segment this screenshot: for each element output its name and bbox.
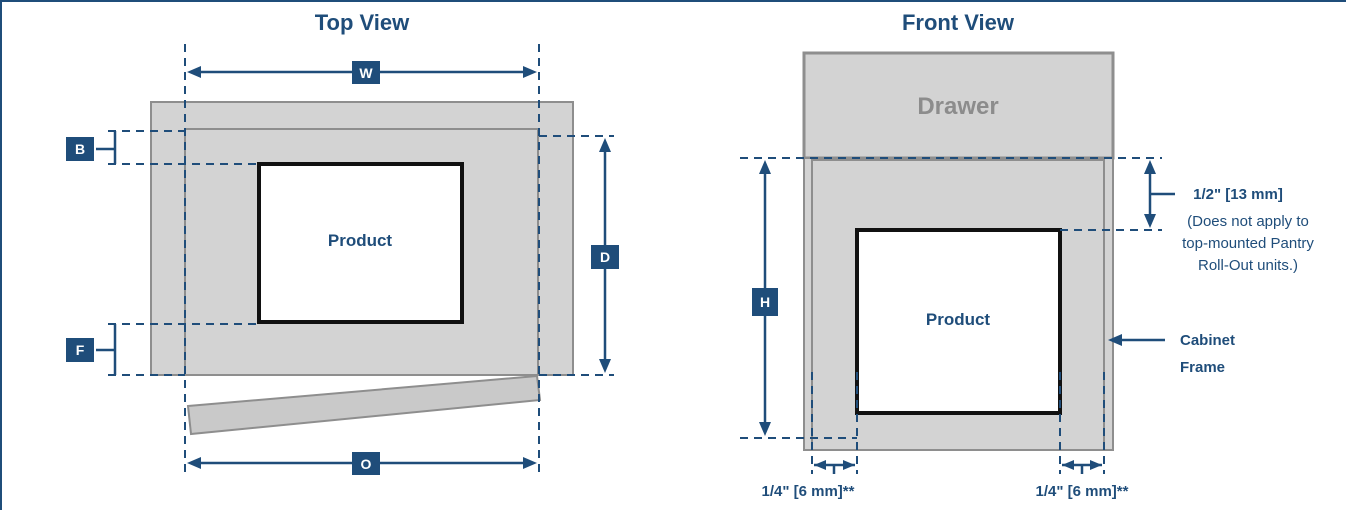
o-arrow-left — [187, 457, 201, 469]
top-product-label: Product — [328, 231, 393, 250]
top-product-box — [257, 162, 464, 324]
front-cabinet-frame-inner — [811, 159, 1105, 451]
front-view: Front View Drawer Product H 1/2" [13 mm]… — [740, 10, 1314, 500]
top-clearance-value: 1/2" [13 mm] — [1193, 186, 1283, 203]
o-badge — [352, 452, 380, 475]
front-product-label: Product — [926, 310, 991, 329]
right-clearance-label: 1/4" [6 mm]** — [1036, 483, 1129, 500]
top-note-line-3: Roll-Out units.) — [1198, 257, 1298, 274]
left-clearance-label: 1/4" [6 mm]** — [762, 483, 855, 500]
top-door — [186, 374, 542, 436]
h-badge — [752, 288, 778, 316]
top-cabinet-frame-inner — [184, 128, 539, 376]
b-badge — [66, 137, 94, 161]
left-clearance-arrow-right — [843, 460, 855, 470]
top-clearance-arrow-top — [1144, 160, 1156, 174]
cabinet-frame-arrow — [1108, 334, 1122, 346]
f-badge — [66, 338, 94, 362]
d-badge — [591, 245, 619, 269]
w-arrow-left — [187, 66, 201, 78]
d-arrow-bottom — [599, 359, 611, 373]
cabinet-frame-line-1: Cabinet — [1180, 332, 1235, 349]
o-arrow-right — [523, 457, 537, 469]
left-clearance-arrow-left — [814, 460, 826, 470]
w-arrow-right — [523, 66, 537, 78]
top-note-line-2: top-mounted Pantry — [1182, 235, 1314, 252]
top-clearance-arrow-bottom — [1144, 214, 1156, 228]
w-badge — [352, 61, 380, 84]
top-view: Top View Product W B F — [66, 10, 619, 478]
right-clearance-arrow-right — [1090, 460, 1102, 470]
top-note-line-1: (Does not apply to — [1187, 213, 1309, 230]
right-clearance-arrow-left — [1062, 460, 1074, 470]
o-label: O — [361, 456, 372, 472]
d-arrow-top — [599, 138, 611, 152]
f-label: F — [76, 342, 85, 358]
b-label: B — [75, 141, 85, 157]
h-arrow-bottom — [759, 422, 771, 436]
w-label: W — [359, 65, 373, 81]
top-view-title: Top View — [315, 10, 410, 35]
h-label: H — [760, 294, 770, 310]
cabinet-frame-line-2: Frame — [1180, 359, 1225, 376]
d-label: D — [600, 249, 610, 265]
front-product-box — [855, 228, 1062, 415]
drawer — [802, 51, 1115, 160]
h-arrow-top — [759, 160, 771, 174]
front-view-title: Front View — [902, 10, 1015, 35]
drawer-label: Drawer — [917, 93, 998, 120]
